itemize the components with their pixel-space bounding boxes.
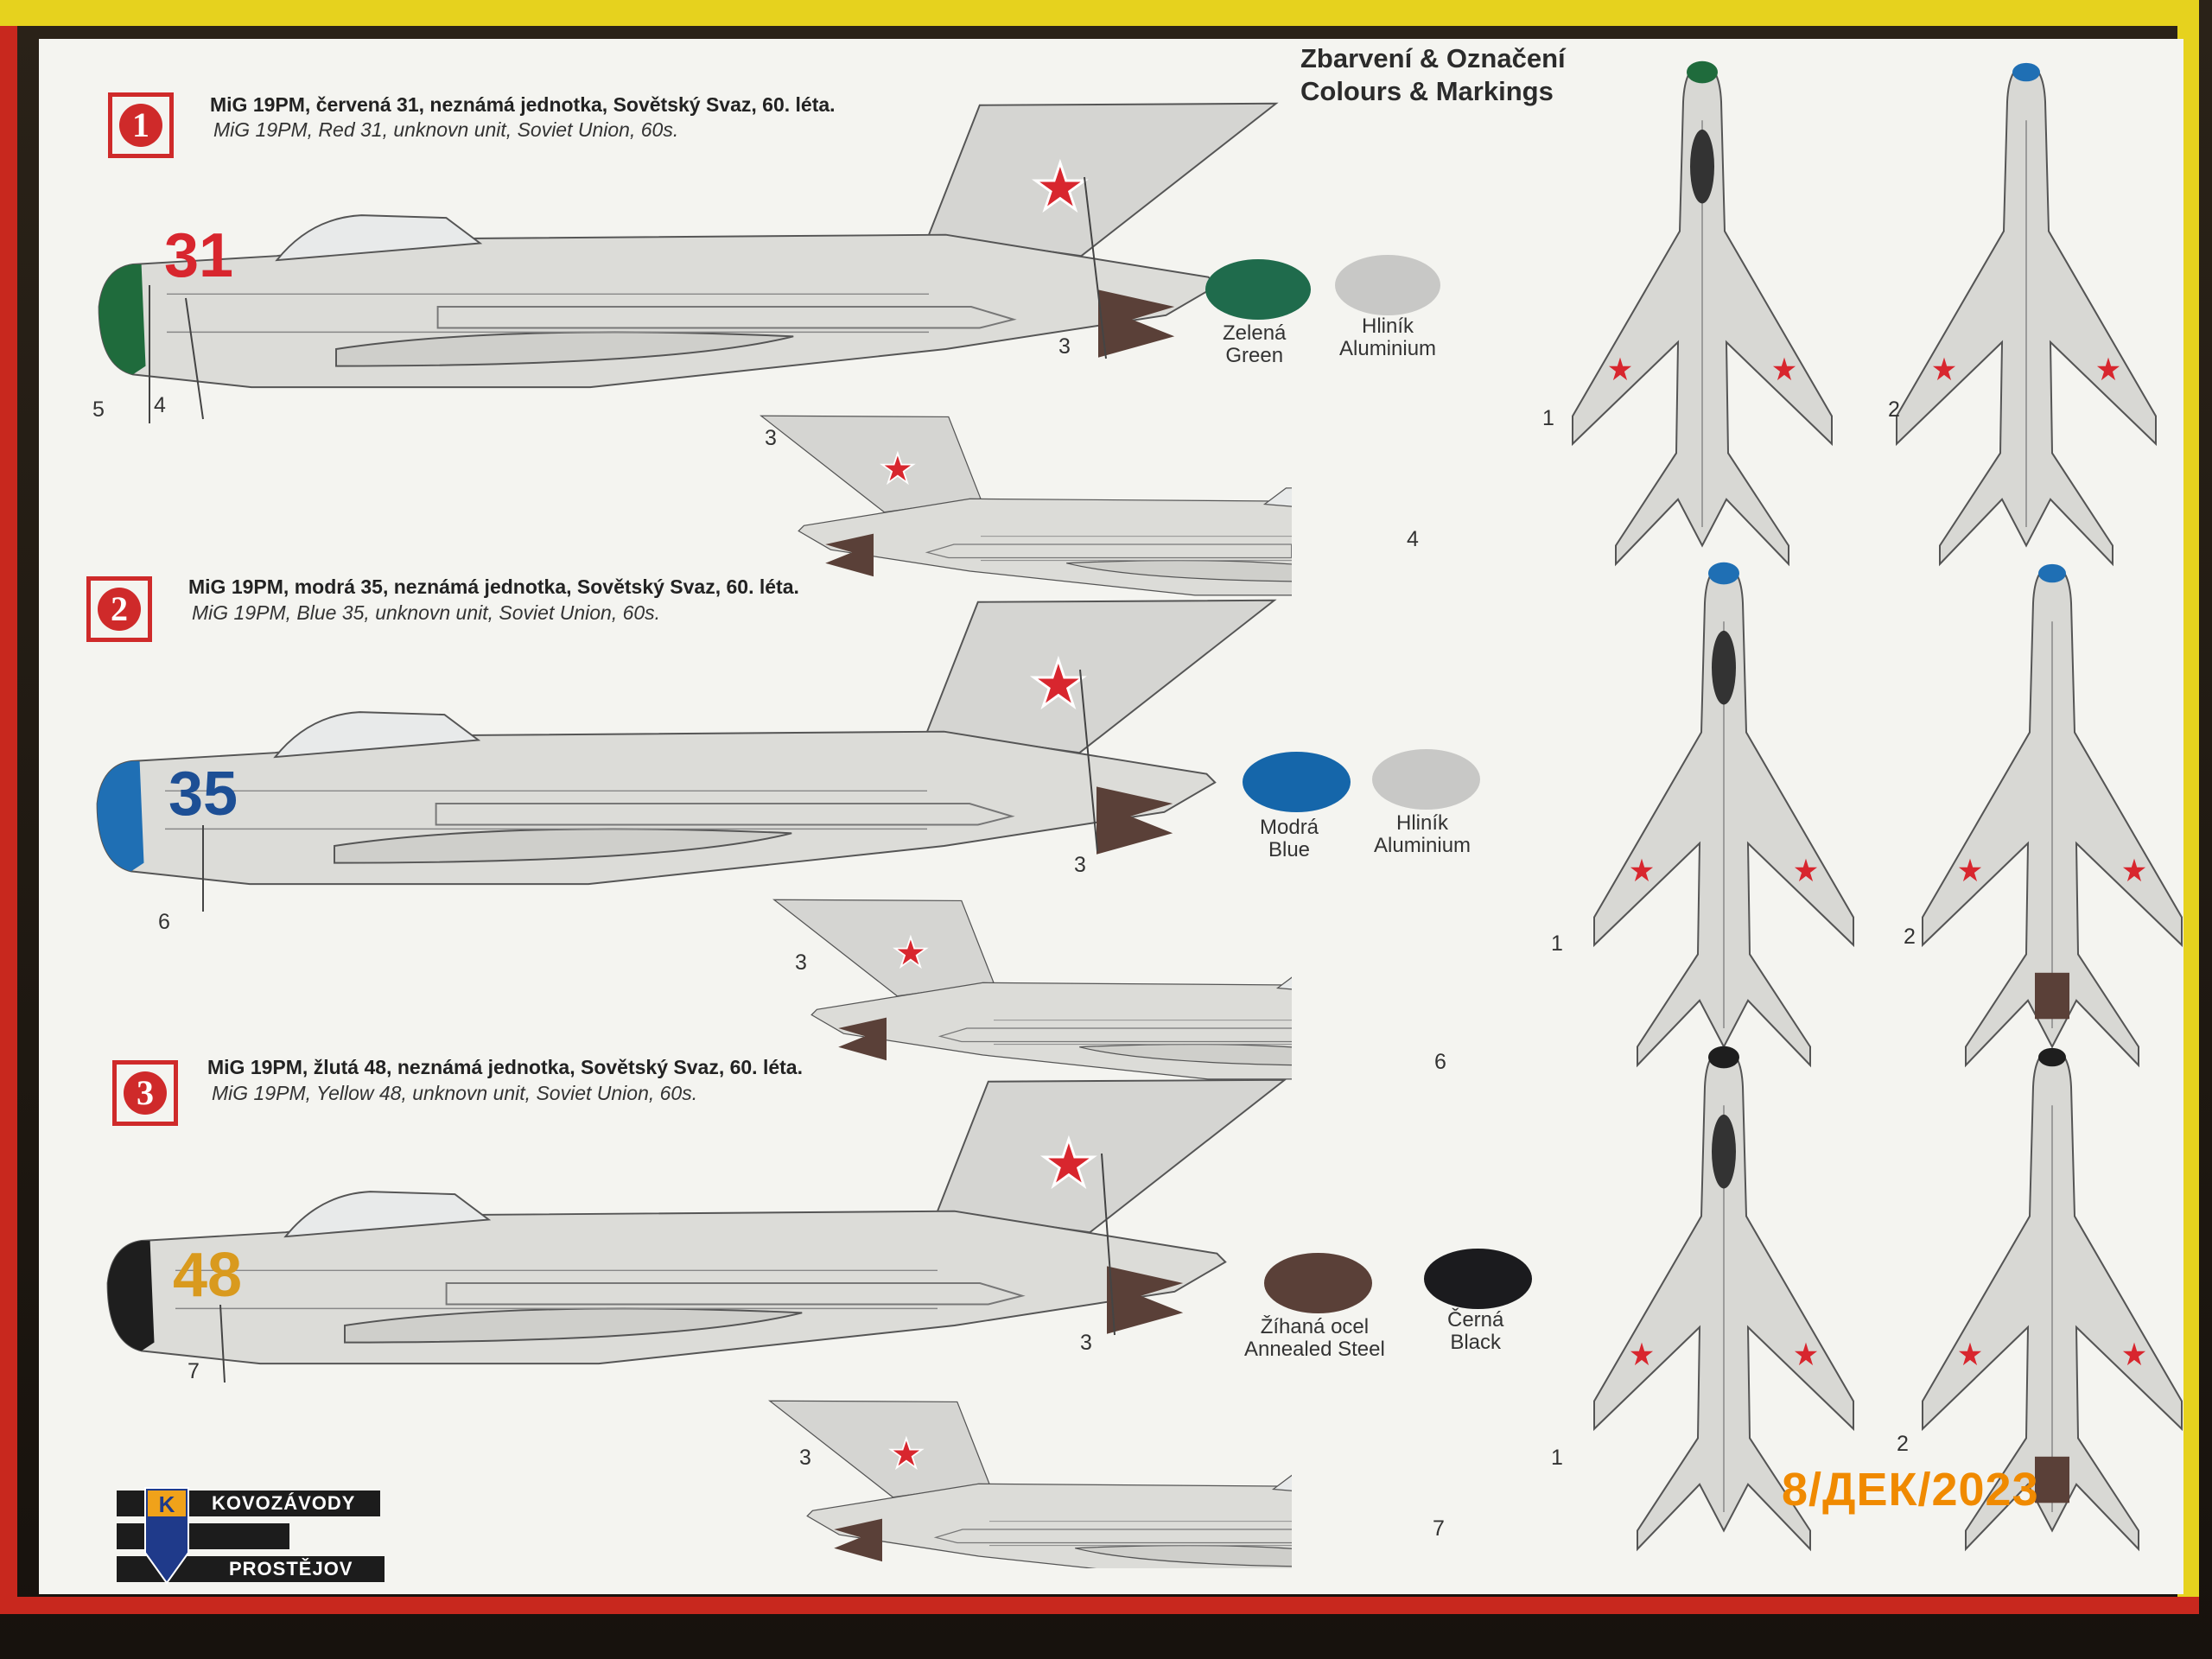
aircraft-1-code-large: 31	[164, 221, 233, 290]
heading-czech: Zbarvení & Označení	[1300, 43, 1566, 73]
callout-1: 1	[1551, 1446, 1563, 1470]
logo-emblem-icon: K	[144, 1487, 189, 1585]
scheme-1-title-cz: MiG 19PM, červená 31, neznámá jednotka, …	[210, 93, 836, 116]
callout-2: 2	[1888, 397, 1900, 422]
callout-6: 6	[158, 910, 170, 934]
swatch-annealed-steel	[1264, 1253, 1372, 1313]
scheme-3-title-cz: MiG 19PM, žlutá 48, neznámá jednotka, So…	[207, 1056, 803, 1078]
scheme-3-badge: 3	[112, 1060, 178, 1126]
callout-1: 1	[1551, 931, 1563, 956]
logo-text-bottom: PROSTĚJOV	[229, 1558, 353, 1580]
instruction-sheet: Zbarvení & Označení Colours & Markings 1…	[39, 39, 2183, 1594]
scheme-2-title-cz: MiG 19PM, modrá 35, neznámá jednotka, So…	[188, 575, 799, 598]
aircraft-2-bottom-view	[1921, 563, 2183, 1066]
aircraft-3-top-view	[1592, 1046, 1855, 1550]
callout-4: 4	[1407, 527, 1419, 551]
callout-3: 3	[1080, 1331, 1092, 1355]
swatch-aluminium-2	[1372, 749, 1480, 810]
scheme-2-title-en: MiG 19PM, Blue 35, unknovn unit, Soviet …	[192, 601, 661, 624]
aircraft-3-side-large	[106, 1078, 1286, 1365]
date-stamp: 8/ДЕК/2023	[1782, 1464, 2039, 1516]
scheme-1-badge: 1	[108, 92, 174, 158]
kovozavody-logo: K KOVOZÁVODY PROSTĚJOV	[117, 1487, 385, 1585]
box-bottom-edge	[0, 1597, 2199, 1614]
callout-4: 4	[154, 393, 166, 417]
box-top-edge	[0, 0, 2199, 26]
aircraft-2-side-large	[96, 599, 1275, 886]
callout-2: 2	[1897, 1432, 1909, 1456]
aircraft-1-side-large	[98, 102, 1277, 389]
aircraft-3-side-small	[769, 1400, 1292, 1568]
scheme-3-title-en: MiG 19PM, Yellow 48, unknovn unit, Sovie…	[212, 1082, 698, 1104]
heading-english: Colours & Markings	[1300, 76, 1554, 106]
callout-2: 2	[1904, 925, 1916, 949]
heading: Zbarvení & Označení Colours & Markings	[1300, 42, 1566, 108]
swatch-blue	[1243, 752, 1351, 812]
aircraft-2-code-large: 35	[168, 760, 238, 829]
logo-text-top: KOVOZÁVODY	[212, 1492, 356, 1514]
scheme-1-title-en: MiG 19PM, Red 31, unknovn unit, Soviet U…	[213, 118, 679, 141]
callout-3: 3	[799, 1446, 811, 1470]
callout-6: 6	[1434, 1050, 1446, 1074]
swatch-aluminium-1	[1335, 255, 1440, 315]
box-left-edge	[0, 26, 17, 1599]
callout-3: 3	[1074, 853, 1086, 877]
callout-3: 3	[1058, 334, 1071, 359]
aircraft-1-top-view	[1571, 60, 1834, 565]
aircraft-1-side-small	[760, 415, 1292, 596]
aircraft-2-side-small	[773, 899, 1292, 1080]
callout-5: 5	[92, 397, 105, 422]
swatch-green	[1205, 259, 1311, 320]
scheme-2-badge: 2	[86, 576, 152, 642]
plan-views	[1571, 60, 2183, 1550]
svg-text:K: K	[159, 1491, 175, 1517]
swatch-black	[1424, 1249, 1532, 1309]
aircraft-2-top-view	[1592, 562, 1855, 1066]
aircraft-3-bottom-view	[1921, 1047, 2183, 1550]
aircraft-3-code-large: 48	[173, 1241, 242, 1310]
callout-1: 1	[1542, 406, 1554, 430]
callout-7: 7	[188, 1359, 200, 1383]
callout-3: 3	[795, 950, 807, 975]
callout-7: 7	[1433, 1516, 1445, 1541]
side-views: 31 31 35 35	[96, 102, 1292, 1568]
callout-3: 3	[765, 426, 777, 450]
aircraft-1-bottom-view	[1895, 62, 2158, 565]
